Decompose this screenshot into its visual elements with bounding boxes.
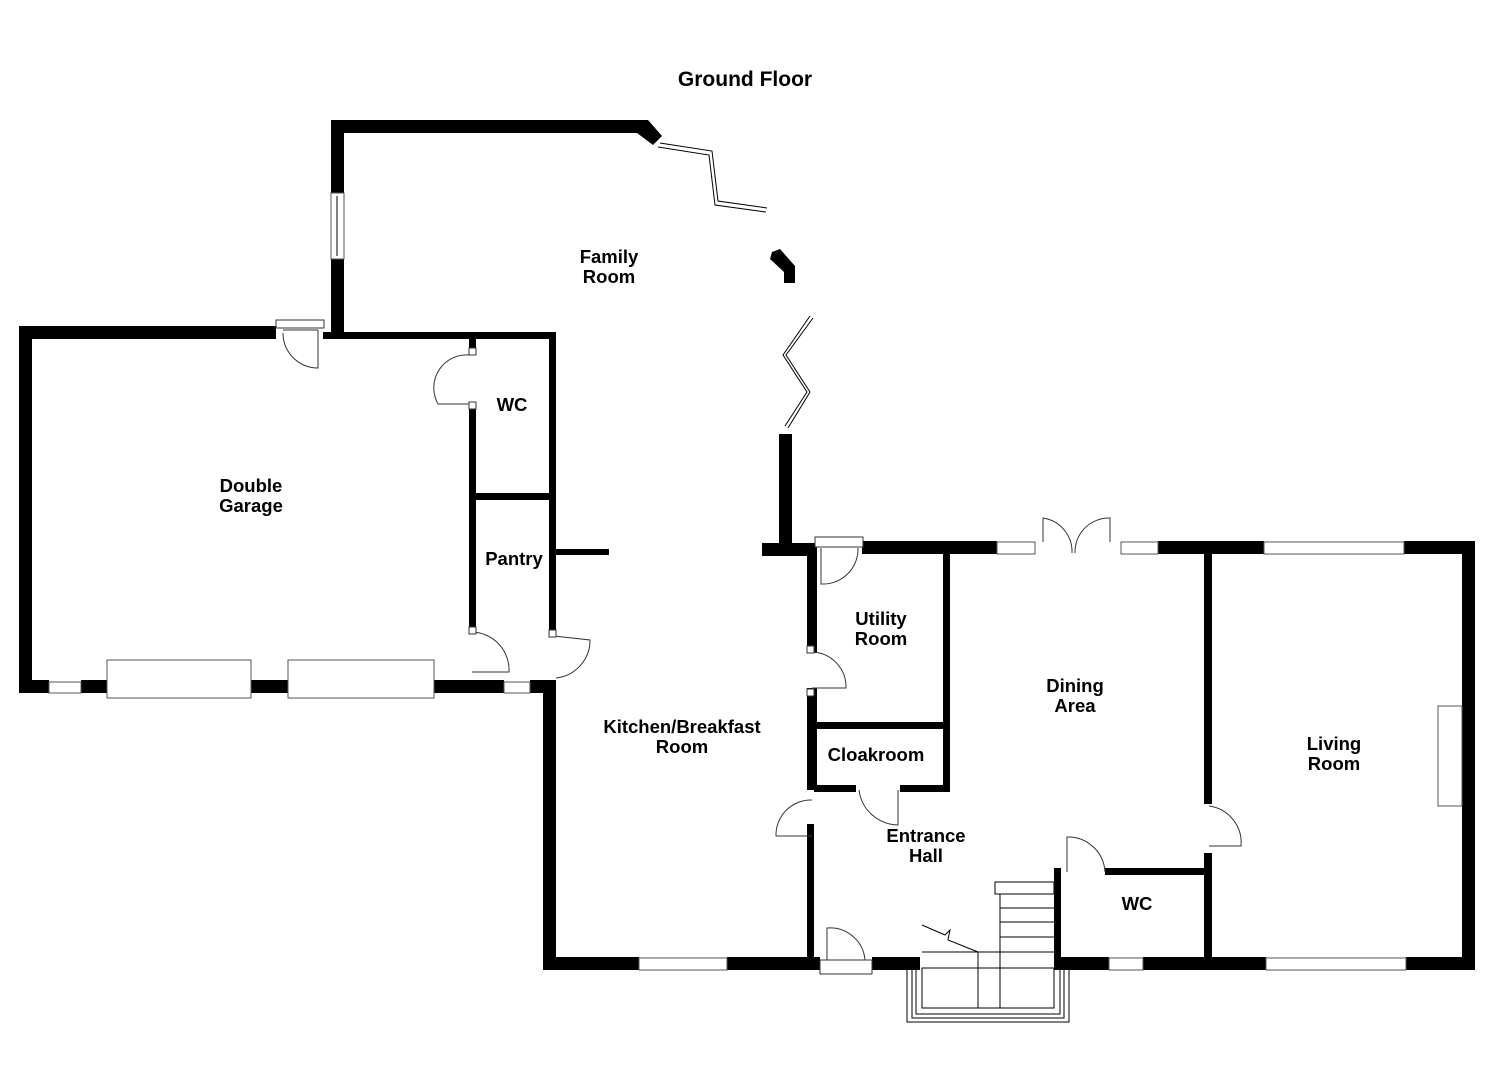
room-label-double-garage: Double Garage [219,475,283,516]
room-label-dining-area: Dining Area [1046,675,1104,716]
walls [19,120,1475,970]
room-label-wc-rear: WC [496,394,528,415]
room-label-cloakroom: Cloakroom [827,744,925,765]
room-label-utility-room: Utility Room [854,608,908,649]
floor-title: Ground Floor [677,68,813,91]
room-label-living-room: Living Room [1306,733,1362,774]
staircase [921,881,1055,1009]
room-label-kitchen-breakfast-room: Kitchen/Breakfast Room [603,716,761,757]
room-label-family-room: Family Room [579,246,639,287]
porch [906,970,1070,1023]
room-label-entrance-hall: Entrance Hall [886,825,966,866]
windows [48,142,1463,971]
room-label-pantry: Pantry [485,548,543,569]
room-label-wc-front: WC [1121,893,1153,914]
doors [275,319,1242,975]
